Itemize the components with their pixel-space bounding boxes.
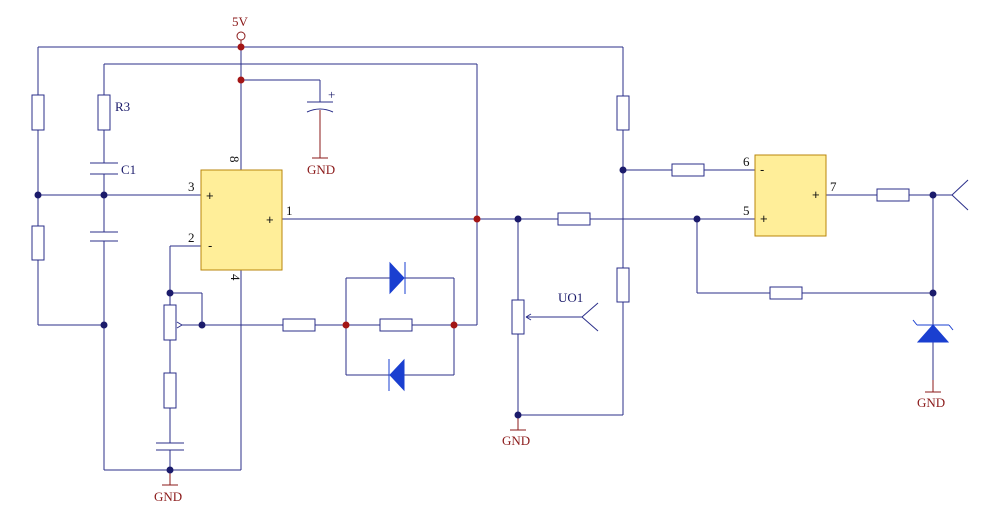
junction-pin6 xyxy=(619,166,627,174)
diode-bottom xyxy=(388,358,405,392)
junction-vcc-cap xyxy=(237,76,245,84)
gnd-label-uo1: GND xyxy=(502,433,530,448)
opamp1-pin-8: 8 xyxy=(227,156,242,163)
resistor-right-bottom xyxy=(616,267,630,303)
potentiometer-uo1 xyxy=(511,299,525,335)
opamp1-pin-4: 4 xyxy=(228,274,243,281)
resistor-right-top xyxy=(616,95,630,131)
resistor-left-top xyxy=(31,94,45,131)
junction-out1 xyxy=(473,215,481,223)
capacitors: + xyxy=(90,87,335,451)
resistors xyxy=(31,94,910,409)
capacitor-polarity-label: + xyxy=(328,87,335,102)
capacitor-electrolytic: + xyxy=(306,87,335,113)
junction-uo1-top xyxy=(514,215,522,223)
junction-c1-bottom xyxy=(100,321,108,329)
opamp-1: + - + 3 2 1 8 4 xyxy=(188,156,293,281)
labels: 5V R3 C1 UO1 GND GND GND GND xyxy=(115,14,945,504)
junctions xyxy=(34,43,937,474)
resistor-left-bottom xyxy=(31,225,45,261)
r3-label: R3 xyxy=(115,99,130,114)
opamp1-pin-2: 2 xyxy=(188,230,195,245)
capacitor-ground xyxy=(156,442,184,451)
opamp-2: - + + 6 5 7 xyxy=(743,154,837,237)
resistor-feedback xyxy=(282,318,316,332)
diode-top xyxy=(389,261,406,295)
c1-label: C1 xyxy=(121,162,136,177)
junction-uo1-gnd xyxy=(514,411,522,419)
capacitor-lower xyxy=(90,231,118,242)
gnd-label-zener: GND xyxy=(917,395,945,410)
vcc-label: 5V xyxy=(232,14,249,29)
gnd-label-cap: GND xyxy=(307,162,335,177)
junction-pot-top xyxy=(166,289,174,297)
vcc-terminal xyxy=(236,31,246,41)
junction-vcc xyxy=(237,43,245,51)
resistor-output-series xyxy=(557,212,591,226)
resistor-out2 xyxy=(876,188,910,202)
opamp2-sign-noninv: + xyxy=(760,211,768,226)
resistor-pin6 xyxy=(671,163,705,177)
opamp1-pin-3: 3 xyxy=(188,179,195,194)
resistor-hysteresis xyxy=(769,286,803,300)
resistor-r3 xyxy=(97,94,111,131)
opamp2-pin-5: 5 xyxy=(743,203,750,218)
uo1-label: UO1 xyxy=(558,290,583,305)
junction-loop-right xyxy=(450,321,458,329)
potentiometer-left xyxy=(163,304,177,341)
junction-gnd-left xyxy=(166,466,174,474)
junction-pin3-left xyxy=(34,191,42,199)
junction-zener xyxy=(929,289,937,297)
resistor-pot-series xyxy=(163,372,177,409)
opamp1-sign-inv: - xyxy=(208,238,212,253)
junction-pin3-mid xyxy=(100,191,108,199)
capacitor-c1 xyxy=(90,162,118,175)
opamp2-pin-6: 6 xyxy=(743,154,750,169)
opamp2-sign-inv: - xyxy=(760,162,764,177)
opamp2-pin-7: 7 xyxy=(830,179,837,194)
zener-diode xyxy=(912,319,954,343)
junction-pot-wiper xyxy=(198,321,206,329)
wires xyxy=(37,40,969,486)
opamp2-sign-out: + xyxy=(812,187,820,202)
gnd-label-left: GND xyxy=(154,489,182,504)
opamp1-pin-1: 1 xyxy=(286,203,293,218)
junction-pin5 xyxy=(693,215,701,223)
potentiometers xyxy=(163,299,532,341)
junction-out2 xyxy=(929,191,937,199)
opamp1-sign-out: + xyxy=(266,212,274,227)
opamp1-sign-noninv: + xyxy=(206,188,214,203)
junction-loop-left xyxy=(342,321,350,329)
resistor-loop xyxy=(379,318,413,332)
